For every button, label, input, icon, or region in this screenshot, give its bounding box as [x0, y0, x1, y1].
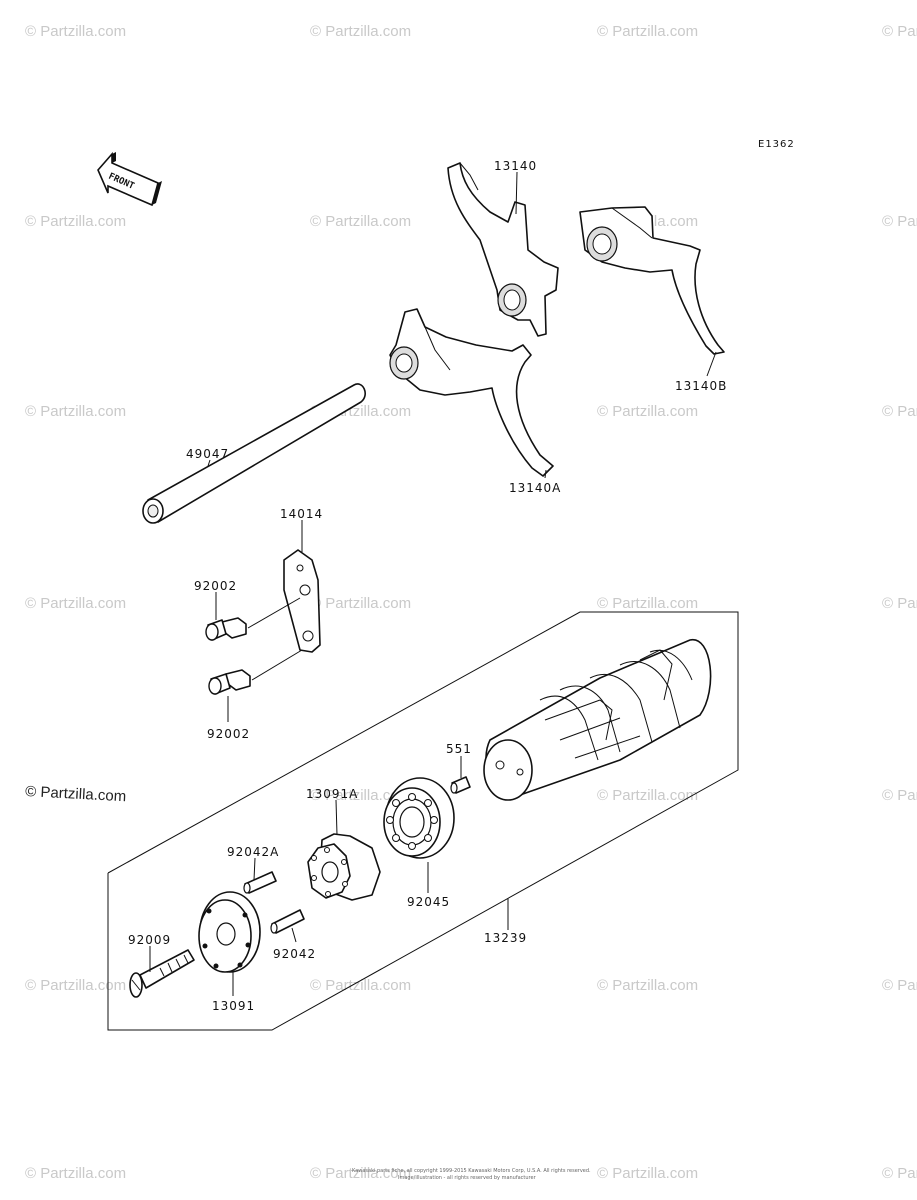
part-label-13091[interactable]: 13091	[212, 999, 255, 1013]
stopper-plate-14014[interactable]	[283, 549, 321, 653]
watermark: © Partzilla.com	[25, 1165, 126, 1182]
part-label-13140A[interactable]: 13140A	[509, 481, 561, 495]
bolt-92002-upper[interactable]	[205, 617, 247, 641]
part-label-13091A[interactable]: 13091A	[306, 787, 358, 801]
pin-92042[interactable]	[270, 909, 305, 934]
watermark: © Partzilla.com	[310, 977, 411, 994]
watermark: © Partzilla.com	[25, 213, 126, 230]
part-label-92042A[interactable]: 92042A	[227, 845, 279, 859]
watermark: © Partzilla.com	[597, 403, 698, 420]
watermark: © Partzilla.com	[597, 977, 698, 994]
watermark: © Partzilla.com	[310, 1165, 411, 1182]
watermark: © Partzilla.com	[25, 23, 126, 40]
bolt-92002-lower[interactable]	[208, 669, 251, 695]
watermark: © Partzilla.com	[310, 595, 411, 612]
screw-92009[interactable]	[129, 949, 195, 998]
leader-lines	[149, 171, 717, 996]
watermark: © Partzilla.com	[25, 595, 126, 612]
part-label-49047[interactable]: 49047	[186, 447, 229, 461]
front-arrow-icon: FRONT	[97, 151, 162, 207]
watermark: © Partzilla.com	[25, 977, 126, 994]
part-label-13239[interactable]: 13239	[484, 931, 527, 945]
bearing-92045[interactable]	[383, 777, 455, 859]
plate-13091[interactable]	[198, 891, 261, 973]
part-label-92045[interactable]: 92045	[407, 895, 450, 909]
part-labels: 13140 13140B 13140A 49047 14014 92002 92…	[128, 159, 727, 1013]
part-label-92042[interactable]: 92042	[273, 947, 316, 961]
copyright-line-2: Image/illustration - all rights reserved…	[398, 1175, 537, 1181]
part-label-13140B[interactable]: 13140B	[675, 379, 727, 393]
watermark: © Partzilla.com	[310, 787, 411, 804]
copyright-line-1: Kawasaki parts fiche, all copyright 1999…	[352, 1168, 591, 1174]
shift-fork-13140[interactable]	[447, 162, 559, 337]
watermark: © Partzilla.com	[597, 23, 698, 40]
part-label-551[interactable]: 551	[446, 742, 472, 756]
part-label-13140[interactable]: 13140	[494, 159, 537, 173]
watermark: © Partzilla.com	[882, 213, 917, 230]
shift-rod-49047[interactable]	[142, 383, 366, 524]
watermark: © Partzilla.com	[882, 787, 917, 804]
watermark: © Partzilla.com	[310, 23, 411, 40]
part-label-92002-lower[interactable]: 92002	[207, 727, 250, 741]
watermark: © Partzilla.com	[597, 787, 698, 804]
watermark: © Partzilla.com	[25, 403, 126, 420]
watermark: © Partzilla.com	[882, 1165, 917, 1182]
shift-fork-13140B[interactable]	[579, 206, 725, 355]
part-label-92009[interactable]: 92009	[128, 933, 171, 947]
pin-551[interactable]	[450, 776, 471, 794]
watermark: © Partzilla.com	[597, 595, 698, 612]
watermark: © Partzilla.com	[310, 213, 411, 230]
watermark: © Partzilla.com	[882, 23, 917, 40]
watermark: © Partzilla.com	[597, 1165, 698, 1182]
watermark-prominent: © Partzilla.com	[25, 783, 127, 805]
pin-92042A[interactable]	[243, 871, 277, 894]
watermark: © Partzilla.com	[882, 595, 917, 612]
part-label-92002-upper[interactable]: 92002	[194, 579, 237, 593]
shift-fork-13140A[interactable]	[389, 308, 554, 477]
watermark: © Partzilla.com	[882, 977, 917, 994]
watermark: © Partzilla.com	[882, 403, 917, 420]
assembly-box-13239	[107, 611, 739, 1031]
part-label-14014[interactable]: 14014	[280, 507, 323, 521]
shift-drum[interactable]	[483, 639, 712, 801]
cam-13091A[interactable]	[307, 833, 381, 901]
diagram-code: E1362	[758, 139, 795, 150]
